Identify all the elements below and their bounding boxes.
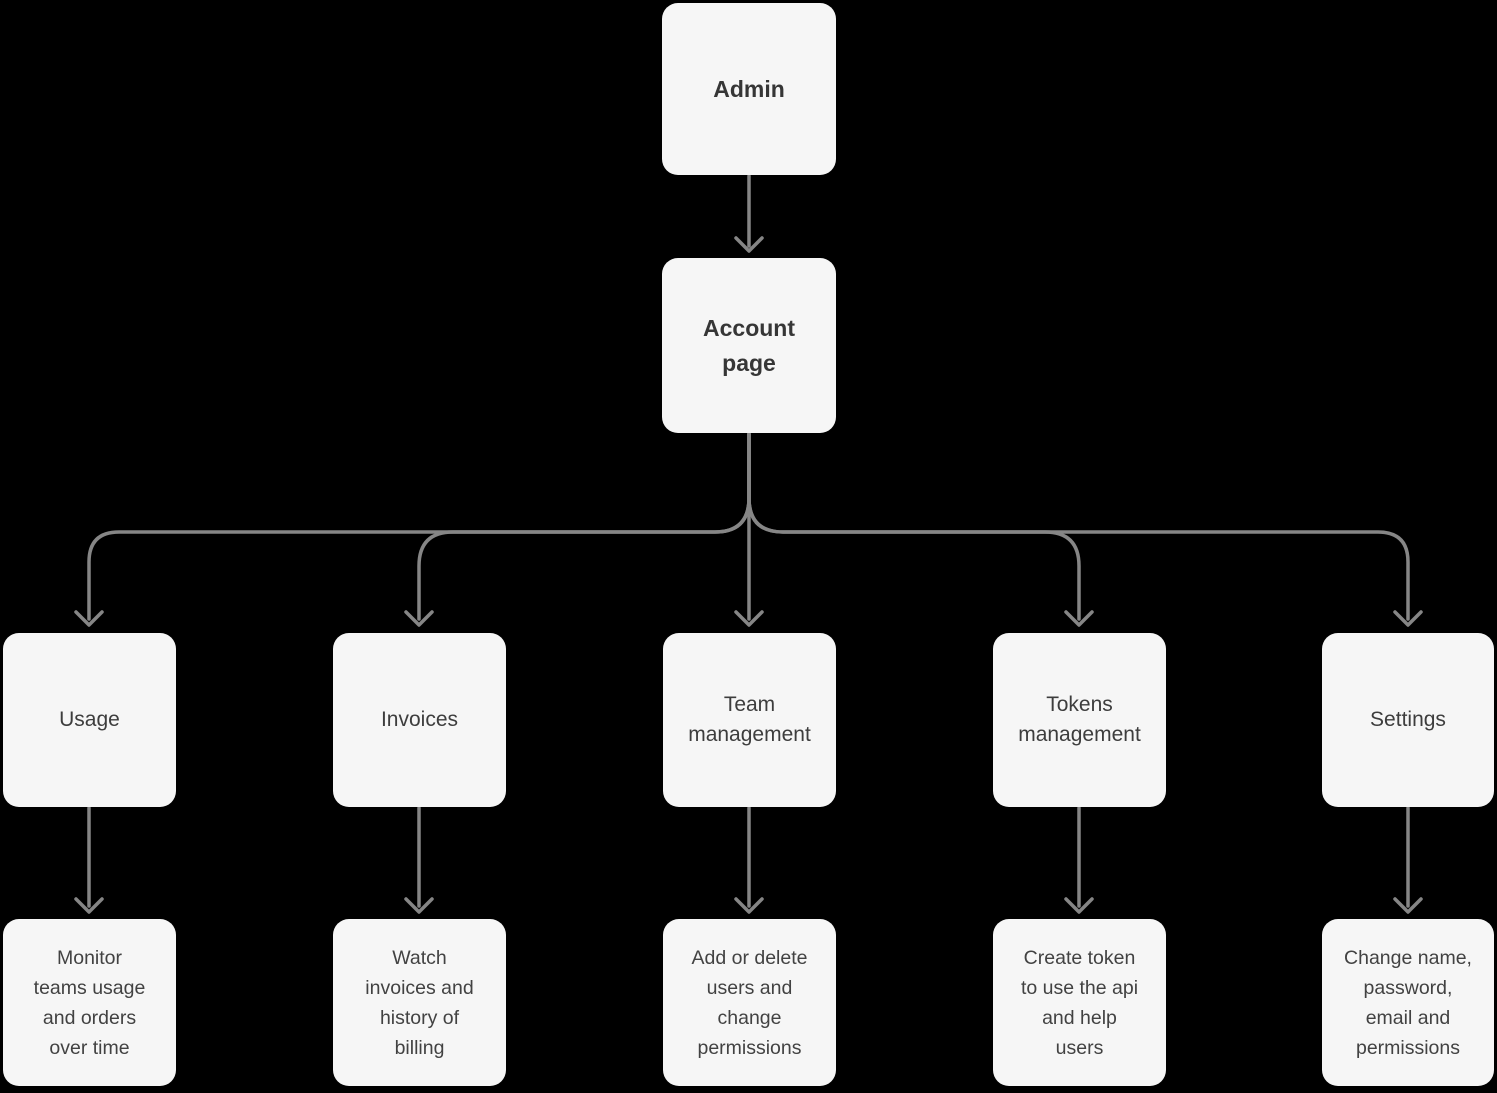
node-usage-description: Monitor teams usage and orders over time xyxy=(3,919,176,1086)
node-tokens-management: Tokens management xyxy=(993,633,1166,807)
node-team-description-label: Add or delete users and change permissio… xyxy=(691,946,808,1059)
node-settings-description-label: Change name, password, email and permiss… xyxy=(1344,946,1472,1059)
arrowhead-team xyxy=(734,610,764,627)
node-invoices: Invoices xyxy=(333,633,506,807)
arrowhead-invoices xyxy=(404,610,434,627)
edge-account-tokens xyxy=(747,432,1081,621)
edge-account-invoices xyxy=(417,432,751,621)
node-admin: Admin xyxy=(662,3,836,175)
arrowhead-tokens xyxy=(1064,610,1094,627)
node-invoices-label: Invoices xyxy=(380,708,459,731)
node-tokens-management-label: Tokens management xyxy=(1018,693,1141,746)
node-usage-description-label: Monitor teams usage and orders over time xyxy=(33,946,146,1059)
arrowhead-account xyxy=(734,236,764,253)
arrowhead-invoices-description xyxy=(404,897,434,914)
arrowhead-tokens-description xyxy=(1064,897,1094,914)
node-tokens-description: Create token to use the api and help use… xyxy=(993,919,1166,1086)
node-team-description: Add or delete users and change permissio… xyxy=(663,919,836,1086)
arrowhead-settings xyxy=(1393,610,1423,627)
node-team-management: Team management xyxy=(663,633,836,807)
node-team-management-label: Team management xyxy=(688,693,811,746)
node-tokens-description-label: Create token to use the api and help use… xyxy=(1020,946,1139,1059)
node-usage-label: Usage xyxy=(59,708,120,731)
node-settings: Settings xyxy=(1322,633,1494,807)
node-account-page-label: Account page xyxy=(703,314,795,376)
arrowhead-team-description xyxy=(734,897,764,914)
edge-account-settings xyxy=(747,432,1410,621)
node-invoices-description: Watch invoices and history of billing xyxy=(333,919,506,1086)
node-settings-label: Settings xyxy=(1370,708,1446,731)
node-admin-label: Admin xyxy=(713,75,785,102)
node-settings-description: Change name, password, email and permiss… xyxy=(1322,919,1494,1086)
node-account-page: Account page xyxy=(662,258,836,433)
arrowhead-usage xyxy=(74,610,104,627)
arrowhead-settings-description xyxy=(1393,897,1423,914)
node-usage: Usage xyxy=(3,633,176,807)
node-invoices-description-label: Watch invoices and history of billing xyxy=(365,946,474,1059)
arrowhead-usage-description xyxy=(74,897,104,914)
